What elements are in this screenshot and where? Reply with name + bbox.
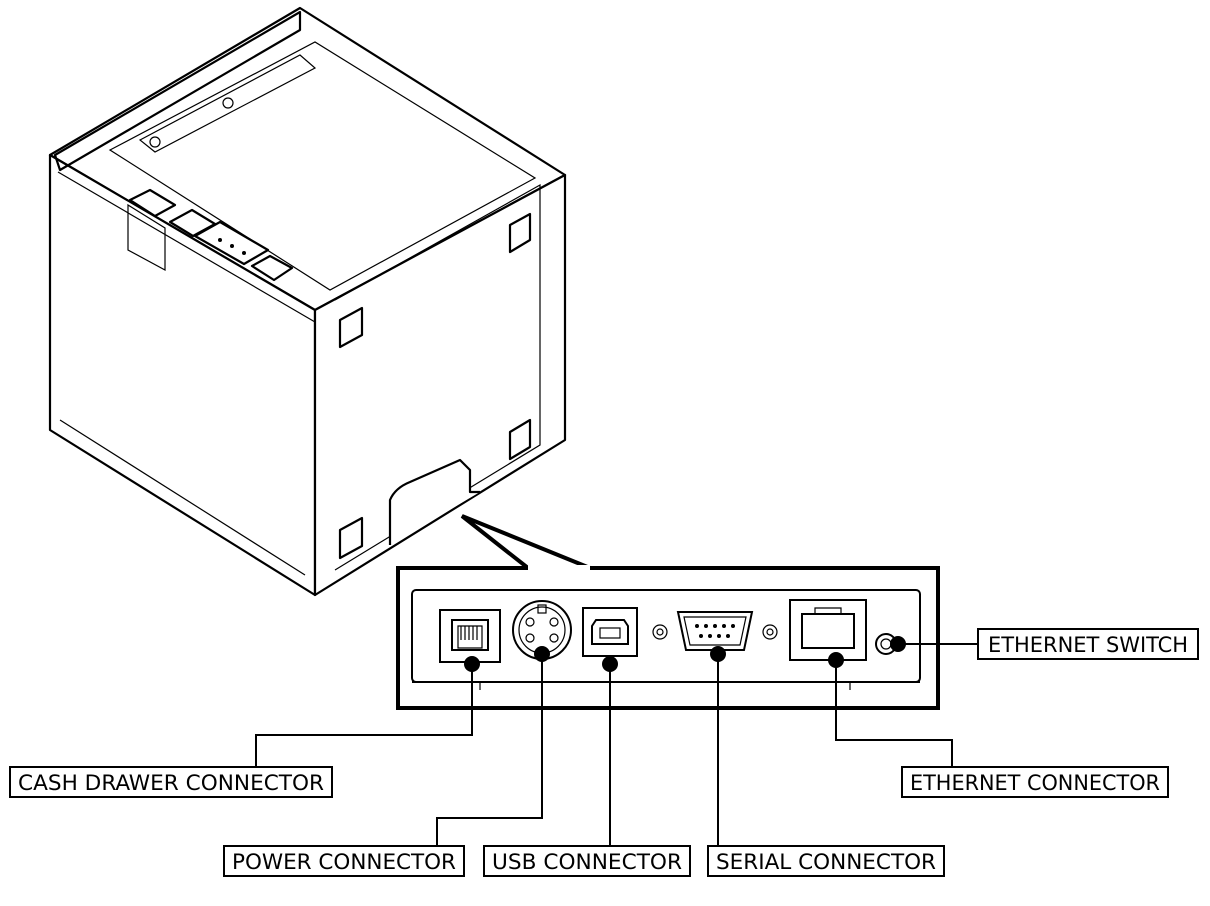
side-foot bbox=[338, 306, 364, 349]
label-cash-drawer-connector: CASH DRAWER CONNECTOR bbox=[9, 766, 333, 798]
front-edge-line bbox=[57, 171, 316, 323]
cable-cutout bbox=[388, 458, 480, 545]
side-foot bbox=[338, 516, 364, 560]
cash-drawer-connector-label: CASH DRAWER CONNECTOR bbox=[18, 771, 324, 795]
slot-screw-icon bbox=[149, 136, 161, 148]
slot-screw-icon bbox=[222, 97, 234, 109]
led-icon bbox=[242, 251, 246, 255]
serial-connector-label: SERIAL CONNECTOR bbox=[716, 850, 936, 874]
power-button bbox=[128, 188, 177, 218]
cutter-button bbox=[250, 254, 294, 282]
label-serial-connector: SERIAL CONNECTOR bbox=[707, 845, 945, 877]
front-bottom-line bbox=[59, 419, 306, 576]
rear-panel-callout bbox=[396, 514, 940, 710]
serial-port-icon bbox=[652, 611, 778, 651]
ethernet-switch-label: ETHERNET SWITCH bbox=[988, 633, 1188, 657]
leader-lines bbox=[255, 636, 978, 846]
callout-pointer bbox=[460, 514, 591, 570]
status-led-panel bbox=[193, 220, 270, 266]
label-ethernet-switch: ETHERNET SWITCH bbox=[977, 628, 1199, 660]
label-ethernet-connector: ETHERNET CONNECTOR bbox=[901, 766, 1169, 798]
front-recess bbox=[127, 203, 166, 272]
led-icon bbox=[218, 238, 222, 242]
ethernet-connector-label: ETHERNET CONNECTOR bbox=[910, 771, 1160, 795]
top-bevel bbox=[53, 10, 302, 172]
led-icon bbox=[230, 244, 234, 248]
label-usb-connector: USB CONNECTOR bbox=[483, 845, 691, 877]
printer-right-face bbox=[313, 173, 567, 597]
side-foot bbox=[508, 418, 532, 461]
label-power-connector: POWER CONNECTOR bbox=[223, 845, 465, 877]
side-foot bbox=[508, 212, 532, 254]
printer-illustration bbox=[48, 6, 567, 597]
power-connector-label: POWER CONNECTOR bbox=[232, 850, 456, 874]
usb-connector-label: USB CONNECTOR bbox=[492, 850, 682, 874]
paper-slot bbox=[138, 54, 317, 153]
